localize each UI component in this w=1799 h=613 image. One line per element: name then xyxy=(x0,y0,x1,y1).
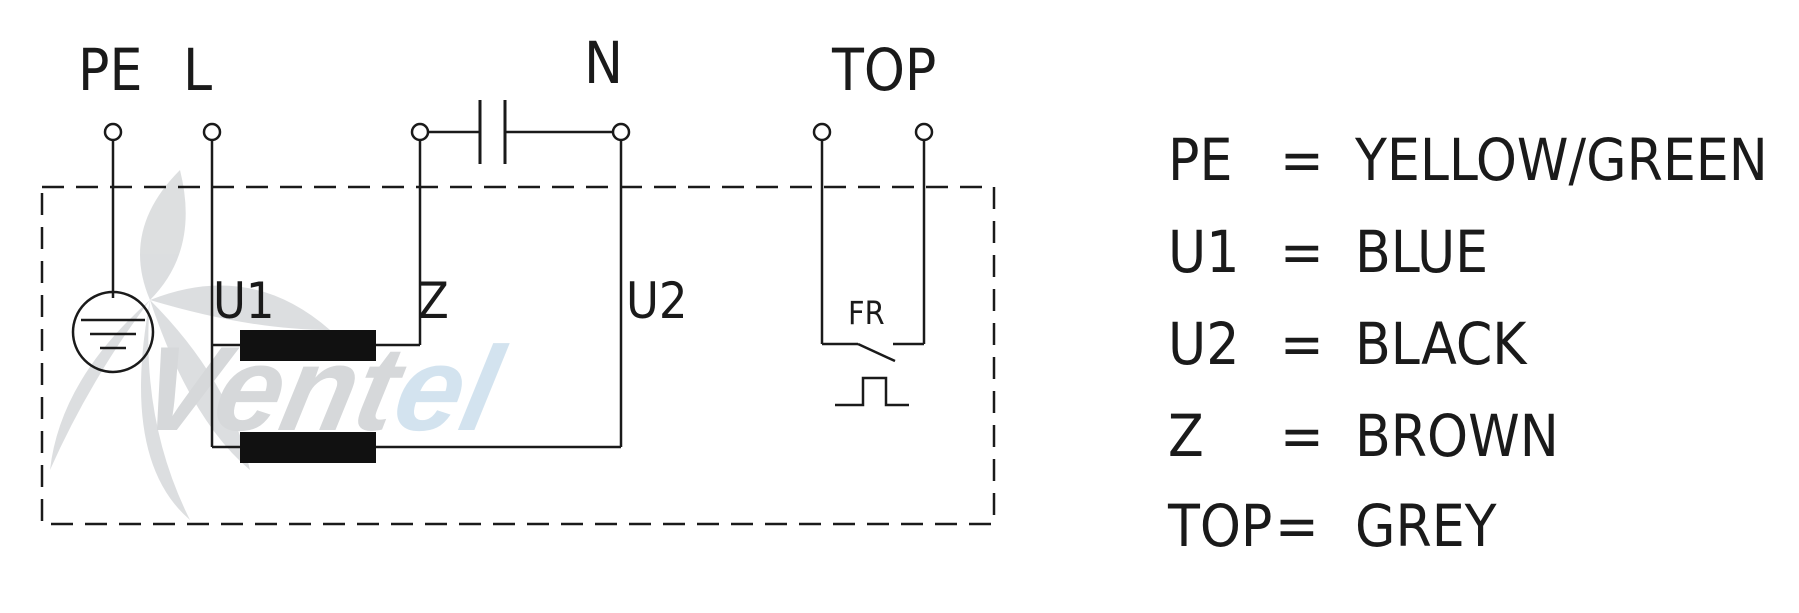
coil-label-u2: U2 xyxy=(626,272,688,330)
legend-value: BLACK xyxy=(1355,310,1528,378)
coil-aux xyxy=(240,432,376,463)
legend-sep: = xyxy=(1280,126,1324,194)
legend-value: GREY xyxy=(1355,492,1498,560)
legend-key: PE xyxy=(1168,126,1232,194)
terminal-label-l: L xyxy=(183,36,212,104)
legend-row: PE = YELLOW/GREEN xyxy=(1168,126,1768,194)
terminal-label-pe: PE xyxy=(78,36,142,104)
terminals xyxy=(103,122,934,142)
capacitor xyxy=(478,100,507,164)
legend-value: YELLOW/GREEN xyxy=(1354,126,1768,194)
terminal-pe xyxy=(103,122,123,142)
legend-key: U2 xyxy=(1168,310,1239,378)
terminal-l xyxy=(202,122,222,142)
legend-row: Z = BROWN xyxy=(1168,402,1559,470)
terminal-n xyxy=(611,122,631,142)
legend-sep: = xyxy=(1275,492,1319,560)
coil-label-z: Z xyxy=(418,272,449,330)
motor-enclosure xyxy=(40,185,996,526)
terminal-z xyxy=(410,122,430,142)
legend-row: TOP = GREY xyxy=(1167,492,1498,560)
legend-key: TOP xyxy=(1167,492,1272,560)
coil-main xyxy=(240,330,376,361)
coil-label-u1: U1 xyxy=(213,272,275,330)
terminal-top-2 xyxy=(914,122,934,142)
legend-key: U1 xyxy=(1168,218,1239,286)
color-legend: PE = YELLOW/GREEN U1 = BLUE U2 = BLACK Z… xyxy=(1167,126,1768,560)
terminal-label-top: TOP xyxy=(831,36,936,104)
legend-value: BLUE xyxy=(1355,218,1488,286)
terminal-top-1 xyxy=(812,122,832,142)
legend-sep: = xyxy=(1280,310,1324,378)
legend-key: Z xyxy=(1168,402,1204,470)
ground-icon xyxy=(71,290,155,374)
terminal-label-n: N xyxy=(584,29,623,97)
legend-row: U2 = BLACK xyxy=(1168,310,1528,378)
wires xyxy=(111,130,926,449)
legend-sep: = xyxy=(1280,218,1324,286)
fr-label: FR xyxy=(848,294,885,332)
thermal-switch-icon xyxy=(835,376,909,407)
legend-row: U1 = BLUE xyxy=(1168,218,1488,286)
legend-sep: = xyxy=(1280,402,1324,470)
fan-blade-icon xyxy=(50,170,330,520)
legend-value: BROWN xyxy=(1355,402,1559,470)
